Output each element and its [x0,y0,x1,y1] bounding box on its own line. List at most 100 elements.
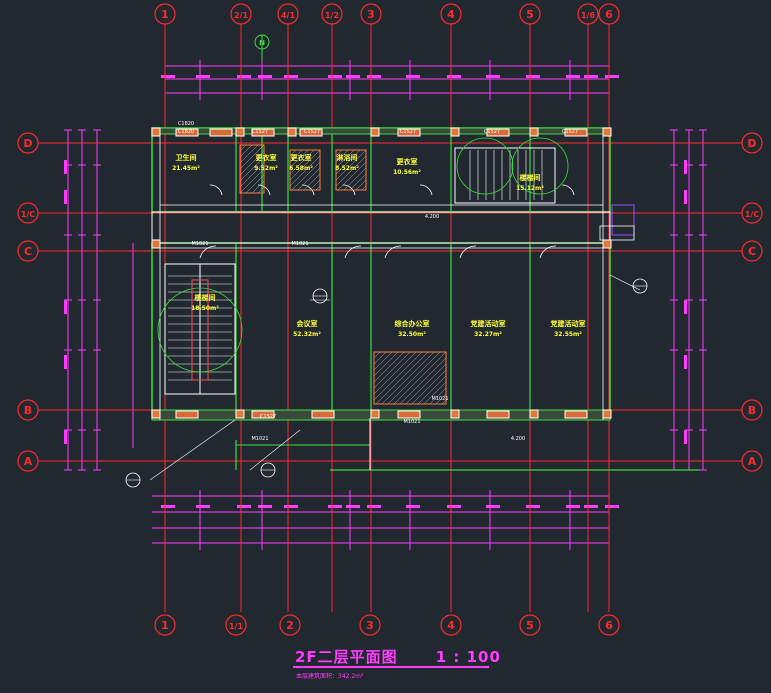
axis-top-2-circle [277,3,299,25]
dimension-value-mark-b-2 [237,505,251,508]
axis-top-3-circle [321,3,343,25]
window-label-4: C1527 [400,129,416,135]
hatch-line-0-48 [373,351,423,401]
axis-top-5: 4 [447,8,455,21]
hatch-line-1-18 [239,144,259,164]
window-top-4 [397,128,421,137]
dimension-value-mark-14 [605,75,619,78]
axis-left-4: A [24,455,33,468]
axis-top-0: 1 [161,8,169,21]
stair-right [454,147,556,204]
column-7 [151,409,161,419]
column-10 [450,409,460,419]
dimension-value-mark-b-5 [328,505,342,508]
dimension-value-right-2 [684,300,687,314]
annotation-box-right [611,204,635,236]
axis-right-2: C [748,245,756,258]
axis-top-7: 1/6 [581,11,595,20]
window-top-0 [175,128,199,137]
hatch-line-1-12 [239,144,253,158]
wall-upper-block [151,127,611,213]
dimension-value-mark-b-14 [605,505,619,508]
hatch-line-3-42 [337,161,367,191]
stair-left-arrow [191,279,209,381]
door-swing-2 [459,245,477,259]
hatch-box-2 [289,149,321,191]
window-top-1 [209,128,233,137]
dimension-value-mark-8 [406,75,420,78]
hatch-line-1-48 [239,168,265,194]
hatch-line-2-66 [315,185,321,191]
axis-left-4-circle [17,450,39,472]
hatch-line-0-96 [417,375,447,405]
hatch-box-3 [335,149,367,191]
dimension-value-left-3 [64,355,67,369]
column-3 [370,127,380,137]
drawing-scale: 1 : 100 [435,648,501,666]
dimension-value-right-1 [684,190,687,204]
axis-bottom-1-circle [225,614,247,636]
room-name-9: 党建活动室 [551,319,586,328]
window-label-7: C1527 [260,414,276,420]
dimension-value-mark-b-4 [284,505,298,508]
window-bottom-3 [397,410,421,419]
axis-right-1-circle [741,202,763,224]
room-name-5: 楼梯间 [520,173,541,182]
axis-top-1-circle [230,3,252,25]
hatch-line-2-18 [289,149,309,169]
door-label-4: M1021 [291,241,308,247]
leader-2 [609,274,641,291]
wall-bottom-band [151,409,611,421]
hatch-line-1-24 [239,144,265,170]
hatch-line-0-90 [411,369,447,405]
hatch-line-0-102 [423,381,447,405]
dimension-value-mark-3 [258,75,272,78]
hatch-line-1-54 [245,174,265,194]
hatch-line-2-60 [309,179,321,191]
axis-top-3: 1/2 [325,11,339,20]
hatch-line-3-36 [335,155,367,187]
hatch-line-0-84 [405,363,447,405]
dimension-value-left-2 [64,300,67,314]
hatch-line-1-66 [257,186,265,194]
axis-left-0-circle [17,132,39,154]
hatch-line-0-120 [441,399,447,405]
hatch-line-1-42 [239,162,265,188]
door-swing-4 [199,245,217,259]
hatch-line-3-30 [335,149,367,181]
axis-bottom-0-circle [154,614,176,636]
hatch-line-2-36 [289,155,321,187]
hatch-line-0-54 [375,351,429,405]
dimension-value-left-0 [64,160,67,174]
room-area-7: 32.50m² [398,331,426,338]
room-area-0: 21.45m² [172,165,200,172]
room-name-0: 卫生间 [176,153,197,162]
axis-top-8: 6 [605,8,613,21]
window-label-5: C1527 [484,129,500,135]
axis-right-2-circle [741,240,763,262]
window-bottom-1 [251,410,275,419]
dimension-value-mark-b-8 [406,505,420,508]
hatch-line-2-30 [289,149,321,181]
dimension-value-mark-b-11 [526,505,540,508]
column-5 [529,127,539,137]
hatch-line-2-42 [291,161,321,191]
column-2 [287,127,297,137]
area-note: 本层建筑面积：342.2m² [296,673,364,680]
dimension-value-mark-b-9 [447,505,461,508]
axis-bottom-6: 6 [605,619,613,632]
axis-left-1-circle [17,202,39,224]
dimension-value-mark-9 [447,75,461,78]
hatch-line-2-48 [297,167,321,191]
window-bottom-4 [486,410,510,419]
door-label-0: M1021 [403,419,420,425]
window-label-6: C1527 [562,129,578,135]
window-top-6 [564,128,588,137]
dimension-value-mark-b-3 [258,505,272,508]
dimension-value-mark-6 [346,75,360,78]
column-9 [370,409,380,419]
column-6 [602,127,612,137]
wall-lower-block [151,242,611,420]
dimension-value-mark-b-12 [566,505,580,508]
